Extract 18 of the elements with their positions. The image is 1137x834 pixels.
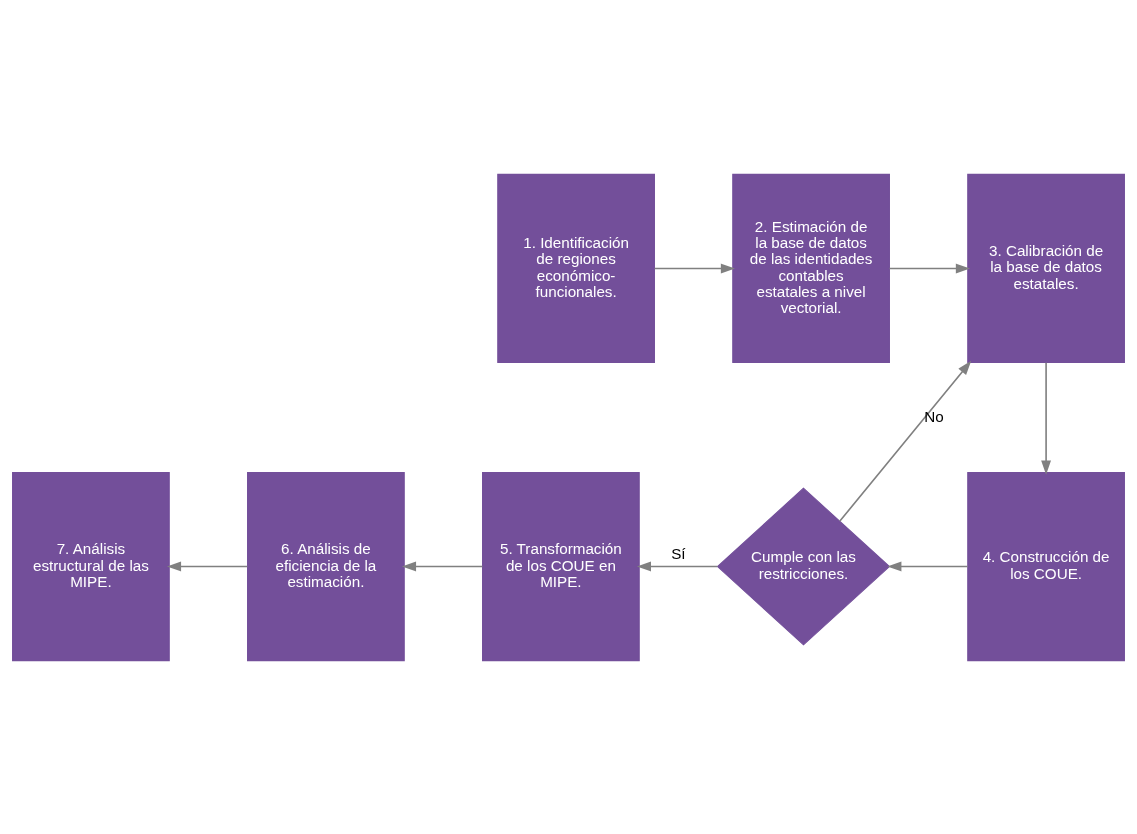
node-box: 1. Identificación de regiones económico-funcionales. xyxy=(497,173,655,363)
node-box: 4. Construcción de los COUE. xyxy=(967,471,1125,661)
arrow xyxy=(887,561,969,571)
edge-label: No xyxy=(924,407,944,425)
node-box: 7. Análisis estructural de las MIPE. xyxy=(12,471,170,661)
node-box: 6. Análisis de eficiencia de la estimación. xyxy=(247,471,405,661)
node-box: 3. Calibración de la base de datos estatales. xyxy=(967,173,1125,363)
node-box: 5. Transformación de los COUE en MIPE. xyxy=(482,471,640,661)
arrow xyxy=(401,561,484,571)
node-box: 2. Estimación de la base de datos de las identidades contables estatales a nivel vectorial. xyxy=(732,173,890,363)
arrow xyxy=(839,360,972,522)
edge-label: Sí xyxy=(671,544,686,562)
arrow xyxy=(1041,361,1052,475)
arrow xyxy=(888,263,970,273)
arrow xyxy=(636,561,719,571)
arrow xyxy=(653,263,735,273)
arrow xyxy=(166,561,249,571)
node-diamond: Cumple con las restricciones. xyxy=(716,486,891,646)
